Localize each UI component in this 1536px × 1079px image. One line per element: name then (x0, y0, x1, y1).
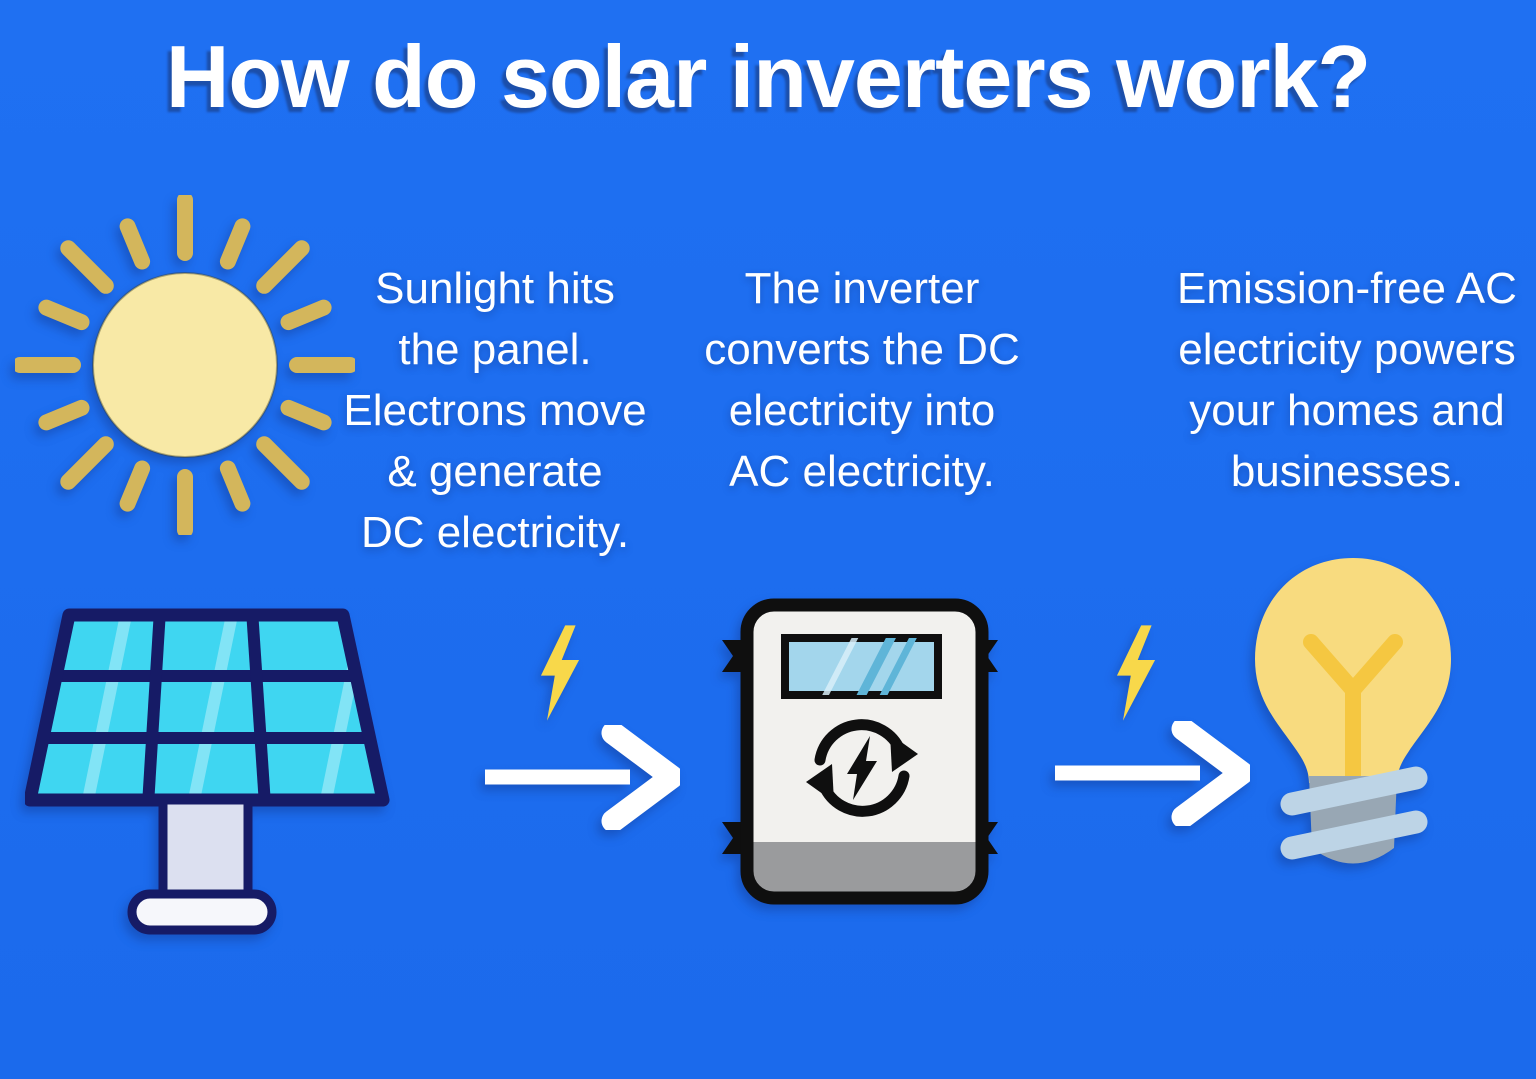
step-text-line: your homes and (1189, 386, 1505, 435)
step-text-line: the panel. (398, 325, 592, 374)
inverter-outline (740, 598, 989, 905)
arrow-right-icon (485, 725, 680, 830)
step-2-text: The inverter converts the DC electricity… (682, 258, 1042, 502)
step-1-text: Sunlight hits the panel. Electrons move … (315, 258, 675, 563)
step-text-line: converts the DC (704, 325, 1020, 374)
panel-base (127, 889, 277, 935)
arrow-head (1171, 721, 1250, 826)
sun-core (92, 272, 278, 458)
bulb-filament (1303, 634, 1403, 788)
step-text-line: electricity into (728, 386, 996, 435)
bolt-shape (1116, 625, 1156, 721)
panel-stand (158, 795, 253, 901)
dc-to-ac-cycle-icon (806, 719, 918, 817)
step-3-text: Emission-free AC electricity powers your… (1167, 258, 1527, 502)
step-text-line: Emission-free AC (1177, 264, 1517, 313)
step-text-line: Sunlight hits (375, 264, 615, 313)
step-text-line: DC electricity. (360, 508, 630, 557)
bolt-shape (540, 625, 580, 721)
step-text-line: electricity powers (1178, 325, 1516, 374)
step-text-line: The inverter (744, 264, 980, 313)
panel-grid (30, 615, 383, 800)
cycle-bolt (847, 736, 877, 800)
sun-icon (15, 195, 355, 535)
arrow-head (601, 725, 680, 830)
bulb-screw-threads (1280, 766, 1428, 860)
panel-cells (30, 615, 383, 800)
step-text-line: AC electricity. (729, 447, 995, 496)
inverter-icon (722, 598, 998, 905)
lightning-bolt-icon (540, 625, 580, 721)
page-title: How do solar inverters work? (165, 27, 1371, 126)
panel-frame (25, 608, 390, 807)
arrow-right-icon (1055, 721, 1250, 826)
bulb-glass (1255, 558, 1451, 783)
sun-rays (15, 195, 355, 535)
display-glare (822, 638, 917, 695)
light-bulb-icon (1255, 558, 1451, 864)
step-text-line: & generate (387, 447, 603, 496)
solar-panel-icon (25, 608, 390, 935)
step-text-line: businesses. (1230, 447, 1464, 496)
lightning-bolt-icon (1116, 625, 1156, 721)
step-text-line: Electrons move (343, 386, 647, 435)
inverter-bottom-band (747, 842, 982, 898)
